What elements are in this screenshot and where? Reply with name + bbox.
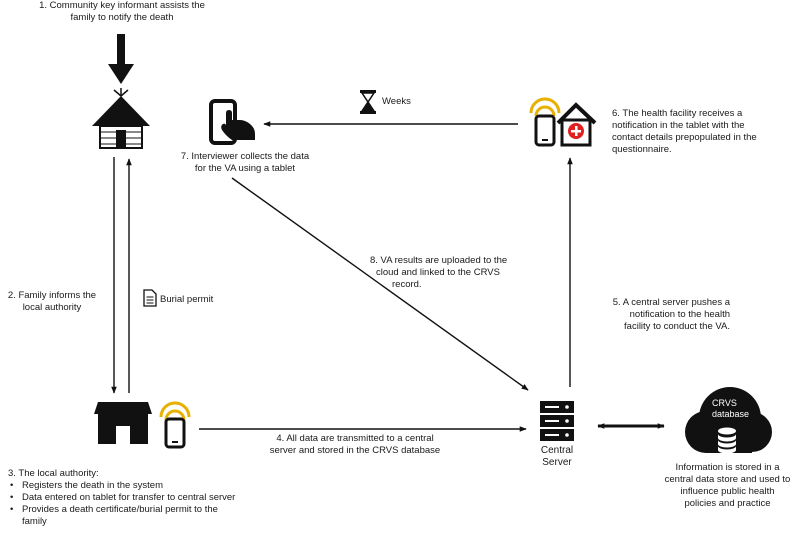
step1-label: 1. Community key informant assists the f… <box>39 0 205 23</box>
step2-label: 2. Family informs the local authority <box>7 290 97 313</box>
burial-permit-label: Burial permit <box>160 294 214 305</box>
step3-bullets: Registers the death in the system Data e… <box>8 480 235 516</box>
list-item: Data entered on tablet for transfer to c… <box>8 492 235 504</box>
local-authority-building-icon <box>94 402 152 444</box>
crvs-database-label: CRVS database <box>712 398 750 419</box>
step7-label: 7. Interviewer collects the data for the… <box>180 151 310 174</box>
wifi-tablet-icon <box>529 97 561 147</box>
central-server-label: Central Server <box>540 445 574 468</box>
health-facility-icon <box>556 102 597 147</box>
step3-block: 3. The local authority: Registers the de… <box>8 468 235 528</box>
step8-label: 8. VA results are uploaded to the cloud … <box>370 255 508 290</box>
tablet-hand-icon <box>209 99 255 145</box>
arrow-interviewer-to-server <box>231 177 529 391</box>
step3-bullet-continuation: family <box>22 516 47 527</box>
weeks-label: Weeks <box>382 96 411 107</box>
step4-label: 4. All data are transmitted to a central… <box>269 433 441 456</box>
info-store-label: Information is stored in a central data … <box>664 462 791 509</box>
down-arrow-icon <box>108 34 134 84</box>
step3-title: 3. The local authority: <box>8 468 99 479</box>
wifi-tablet-icon <box>159 401 191 449</box>
document-icon <box>143 289 157 307</box>
list-item: Registers the death in the system <box>8 480 235 492</box>
hourglass-icon <box>360 90 376 114</box>
cloud-database-icon <box>685 387 772 454</box>
list-item: Provides a death certificate/burial perm… <box>8 504 235 516</box>
step5-label: 5. A central server pushes a notificatio… <box>612 297 730 332</box>
server-icon <box>540 401 574 441</box>
step6-label: 6. The health facility receives a notifi… <box>612 108 757 155</box>
hut-icon <box>92 88 150 149</box>
